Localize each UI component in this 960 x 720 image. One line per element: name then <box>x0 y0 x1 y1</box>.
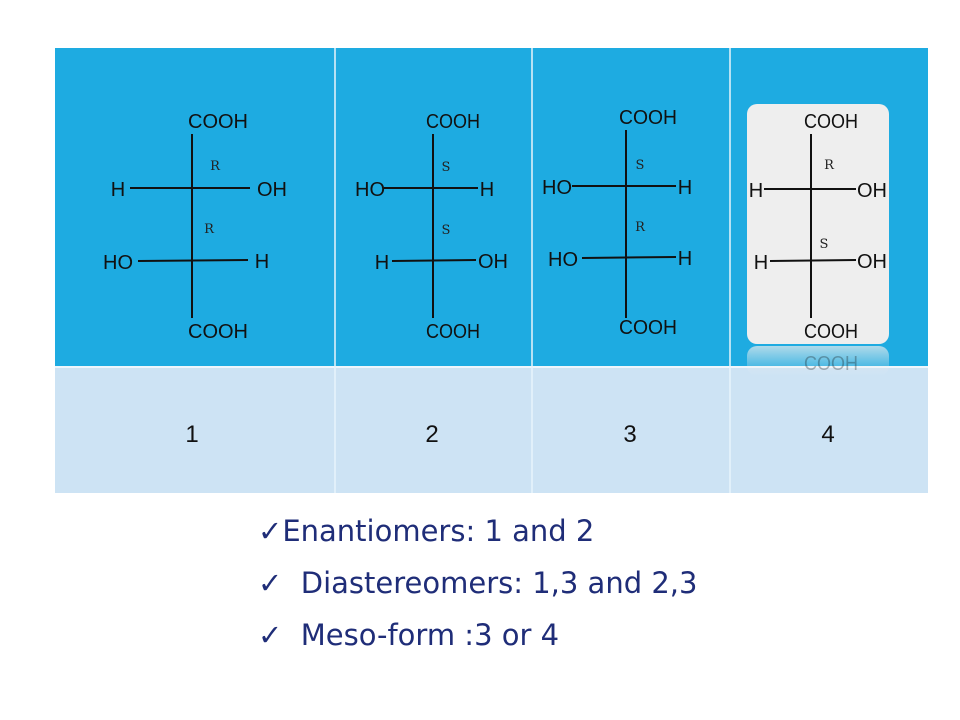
reflection-text: COOH <box>804 353 858 375</box>
svg-text:OH: OH <box>857 251 887 273</box>
svg-text:S: S <box>442 223 451 238</box>
svg-text:H: H <box>375 252 389 274</box>
check-icon: ✓ <box>258 566 283 600</box>
svg-text:COOH: COOH <box>426 111 480 133</box>
svg-text:H: H <box>678 177 692 199</box>
bullet-text: Meso-form :3 or 4 <box>282 618 560 652</box>
top-group: COOH <box>188 111 248 133</box>
bullet-diastereomers: ✓ Diastereomers: 1,3 and 2,3 <box>258 557 697 609</box>
svg-text:HO: HO <box>548 249 578 271</box>
left-group: H <box>111 179 125 201</box>
check-icon: ✓ <box>258 514 283 548</box>
svg-text:H: H <box>749 180 763 202</box>
right-group: H <box>255 251 269 273</box>
card-reflection <box>747 346 889 376</box>
bullet-text: Diastereomers: 1,3 and 2,3 <box>282 566 698 600</box>
config-label: R <box>210 159 221 174</box>
structure-number: 1 <box>185 421 198 448</box>
svg-text:S: S <box>820 237 829 252</box>
left-group: HO <box>103 252 133 274</box>
config-label: R <box>204 222 215 237</box>
svg-text:COOH: COOH <box>619 107 677 129</box>
right-group: OH <box>257 179 287 201</box>
bullet-meso-form: ✓ Meso-form :3 or 4 <box>258 609 697 661</box>
svg-text:H: H <box>678 248 692 270</box>
fischer-projection-3: COOH S HO H R HO H COOH <box>542 107 692 339</box>
svg-text:R: R <box>824 158 835 173</box>
svg-text:H: H <box>754 252 768 274</box>
structure-number: 4 <box>821 421 834 448</box>
svg-text:COOH: COOH <box>804 111 858 133</box>
structure-number: 2 <box>425 421 438 448</box>
svg-text:HO: HO <box>355 179 385 201</box>
svg-text:COOH: COOH <box>619 317 677 339</box>
svg-text:S: S <box>442 160 451 175</box>
svg-text:OH: OH <box>857 180 887 202</box>
fischer-projection-4: COOH COOH R H OH S H OH COOH <box>747 104 889 376</box>
svg-text:HO: HO <box>542 177 572 199</box>
conclusion-list: ✓Enantiomers: 1 and 2 ✓ Diastereomers: 1… <box>258 505 697 661</box>
svg-text:COOH: COOH <box>804 321 858 343</box>
check-icon: ✓ <box>258 618 283 652</box>
svg-text:S: S <box>636 158 645 173</box>
svg-text:COOH: COOH <box>426 321 480 343</box>
structure-number: 3 <box>623 421 636 448</box>
bottom-group: COOH <box>188 321 248 343</box>
bullet-text: Enantiomers: 1 and 2 <box>282 514 595 548</box>
svg-text:R: R <box>635 220 646 235</box>
fischer-projection-2: COOH S HO H S H OH COOH <box>355 111 508 343</box>
svg-text:OH: OH <box>478 251 508 273</box>
bullet-enantiomers: ✓Enantiomers: 1 and 2 <box>258 505 697 557</box>
highlight-card <box>747 104 889 344</box>
number-row <box>55 368 928 493</box>
svg-text:H: H <box>480 179 494 201</box>
fischer-projection-1: COOH R H OH R HO H COOH <box>103 111 287 343</box>
